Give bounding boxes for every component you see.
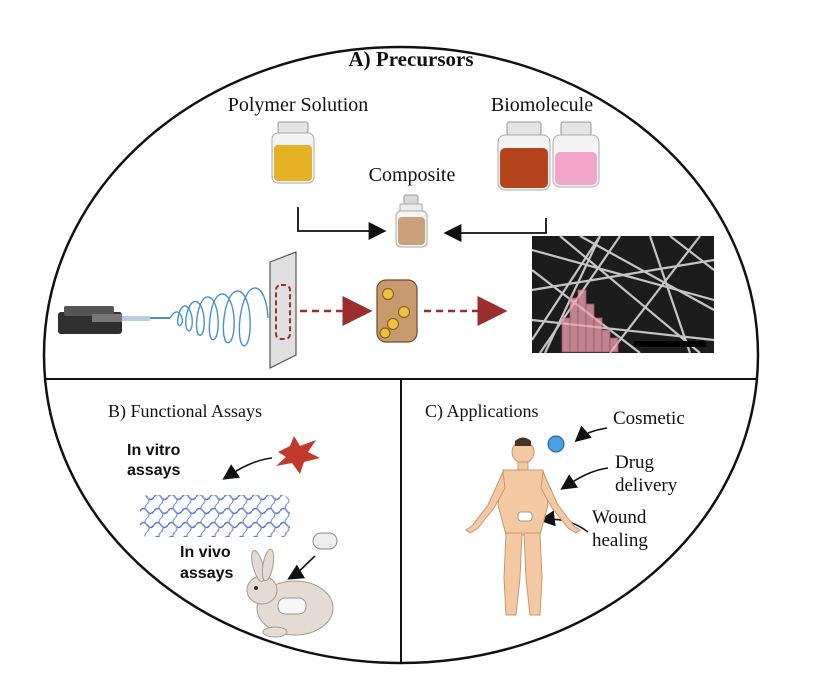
wound-healing-label-line2: healing [592, 530, 648, 551]
cell-to-scaffold-arrow [222, 457, 273, 480]
drug-delivery-label-line2: delivery [615, 475, 678, 496]
in-vitro-label-line1: In vitro [127, 442, 181, 459]
section-b-title: B) Functional Assays [108, 401, 262, 422]
loaded-fiber-icon [376, 279, 418, 343]
biomolecule-pink-jar-icon [552, 121, 600, 188]
in-vitro-label-line2: assays [127, 462, 180, 479]
rabbit-icon [246, 548, 334, 638]
polymer-jar-icon [271, 121, 315, 184]
patch-icon [312, 532, 338, 550]
composite-bottle-icon [395, 194, 428, 248]
collector-plate [269, 251, 297, 369]
in-vivo-label-line1: In vivo [180, 544, 231, 561]
sem-micrograph [531, 235, 715, 354]
wound-healing-label-line1: Wound [592, 507, 647, 528]
drug-delivery-arrow [560, 467, 609, 490]
cosmetic-label: Cosmetic [613, 408, 685, 429]
electrospinning-jet-spiral [169, 287, 269, 347]
biomolecule-to-composite-arrow [443, 218, 547, 242]
biomolecule-red-jar-icon [497, 121, 551, 191]
cell-icon [276, 436, 320, 474]
cosmetic-particle-icon [547, 435, 565, 453]
human-body-icon [465, 437, 581, 616]
section-a-title: A) Precursors [349, 47, 474, 71]
fiber-scaffold-icon [140, 495, 290, 537]
biomolecule-label: Biomolecule [491, 94, 593, 116]
polymer-to-composite-arrow [297, 207, 387, 240]
in-vivo-label-line2: assays [180, 565, 233, 582]
section-c-title: C) Applications [425, 401, 539, 422]
polymer-solution-label: Polymer Solution [228, 94, 369, 116]
syringe-pump-icon [58, 306, 170, 334]
drug-delivery-label-line1: Drug [615, 452, 655, 473]
patch-to-rabbit-arrow [287, 555, 316, 580]
composite-label: Composite [369, 164, 456, 186]
cosmetic-arrow [574, 425, 608, 443]
